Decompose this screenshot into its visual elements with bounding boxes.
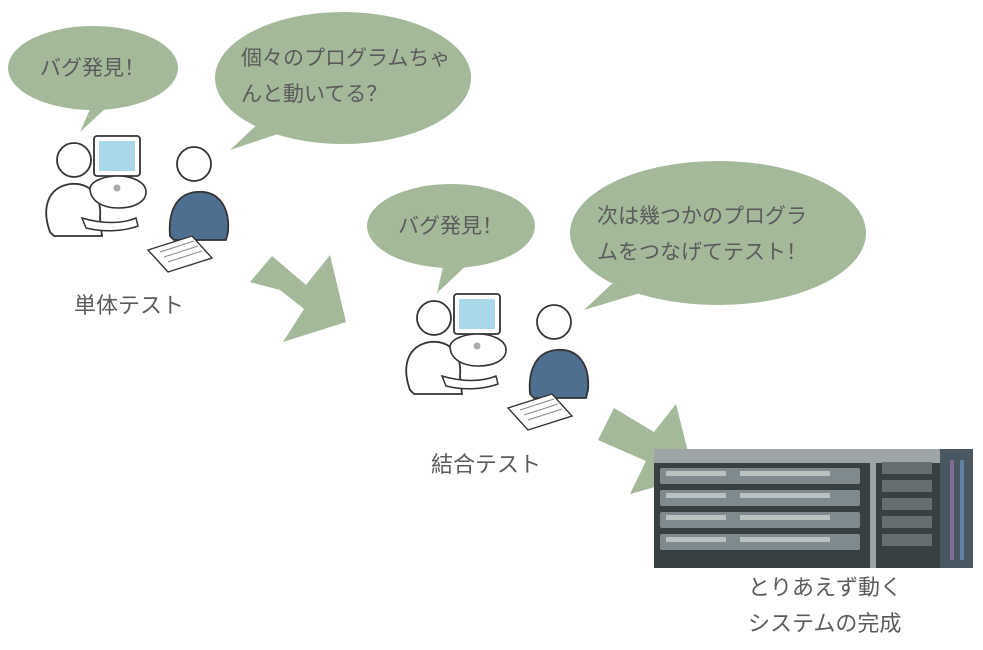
bug-found-text-1: バグ発見！ (40, 56, 145, 80)
speech-bubble-bug-1 (80, 105, 108, 132)
system-complete-label: とりあえず動く システムの完成 (748, 576, 903, 637)
server-rack-photo (654, 449, 973, 568)
speech-bubble-connect (570, 161, 866, 305)
speech-bubble-bug-1-body (8, 26, 178, 110)
bug-found-text-2: バグ発見！ (398, 214, 503, 238)
integration-test-text: 次は幾つかのプログラ ムをつなげてテスト！ (597, 204, 807, 264)
integration-test-people-illustration (405, 293, 590, 431)
unit-test-people-illustration (45, 135, 230, 273)
flow-arrow-1 (250, 255, 346, 342)
integration-test-label: 結合テスト (431, 453, 542, 478)
speech-bubble-bug-2 (367, 184, 535, 268)
unit-test-label: 単体テスト (74, 294, 185, 319)
speech-bubble-question (215, 12, 471, 144)
unit-test-question-text: 個々のプログラムちゃ んと動いてる？ (241, 46, 451, 106)
